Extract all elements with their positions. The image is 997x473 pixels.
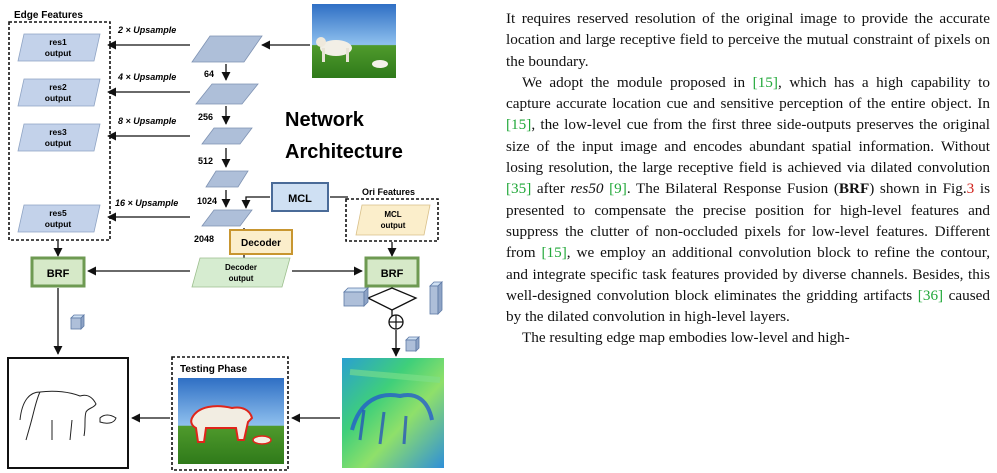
svg-text:res1: res1 (49, 37, 67, 47)
cube-feature-right-flat (343, 287, 369, 307)
figure-reference[interactable]: 3 (966, 180, 975, 198)
res5-output: res5 output (17, 204, 101, 233)
backbone-block-4 (205, 170, 249, 188)
citation[interactable]: [15] (506, 116, 532, 134)
svg-text:res3: res3 (49, 127, 67, 137)
res2-output: res2 output (17, 78, 101, 107)
channel-512: 512 (198, 156, 213, 166)
svg-text:res2: res2 (49, 82, 67, 92)
res1-output: res1 output (17, 33, 101, 62)
mcl-output: MCL output (355, 204, 431, 236)
cube-feature-plus (405, 336, 420, 352)
upsample-16x-label: 16 × Upsample (115, 198, 178, 208)
orientation-map-output (342, 358, 444, 468)
svg-text:Decoder: Decoder (225, 263, 257, 272)
channel-256: 256 (198, 112, 213, 122)
svg-text:output: output (381, 221, 406, 230)
brf-right: BRF (364, 256, 420, 288)
channel-64: 64 (204, 69, 214, 79)
svg-text:res5: res5 (49, 208, 67, 218)
svg-text:BRF: BRF (381, 268, 404, 280)
paragraph-2: We adopt the module proposed in [15], wh… (506, 73, 990, 326)
edge-map-output (7, 357, 129, 469)
svg-text:output: output (45, 219, 72, 229)
svg-text:output: output (229, 274, 254, 283)
paper-text-column: It requires reserved resolution of the o… (506, 8, 990, 473)
channel-1024: 1024 (197, 196, 217, 206)
network-title-line2: Architecture (285, 141, 403, 163)
input-image (312, 4, 396, 78)
citation[interactable]: [35] (506, 180, 532, 198)
testing-phase-label: Testing Phase (180, 364, 247, 375)
testing-phase-image (178, 378, 284, 464)
network-title-line1: Network (285, 109, 365, 131)
backbone-block-3 (201, 127, 253, 145)
ori-features-title: Ori Features (362, 187, 415, 197)
citation[interactable]: [15] (752, 73, 778, 91)
svg-text:output: output (45, 93, 72, 103)
cube-feature-left (70, 314, 85, 330)
decoder-output: Decoder output (191, 257, 291, 288)
backbone-block-1 (191, 35, 263, 63)
svg-text:BRF: BRF (47, 268, 70, 280)
backbone-block-2 (195, 83, 259, 105)
citation[interactable]: [9] (609, 180, 627, 198)
testing-phase-group (171, 356, 289, 471)
network-architecture-figure: Edge Features res1 output res2 output re… (7, 4, 444, 471)
edge-features-title: Edge Features (14, 10, 83, 21)
cube-feature-right-tall (429, 281, 443, 315)
svg-text:MCL: MCL (384, 210, 401, 219)
paragraph-3: The resulting edge map embodies low-leve… (522, 329, 850, 347)
edge-features-group (8, 21, 111, 241)
citation[interactable]: [36] (917, 286, 944, 304)
mcl-block: MCL (271, 182, 329, 212)
channel-2048: 2048 (194, 234, 214, 244)
decoder-block: Decoder (229, 229, 293, 255)
svg-text:output: output (45, 138, 72, 148)
upsample-4x-label: 4 × Upsample (117, 72, 176, 82)
upsample-2x-label: 2 × Upsample (117, 25, 176, 35)
fusion-diamond (366, 287, 418, 311)
svg-text:MCL: MCL (288, 193, 312, 205)
citation[interactable]: [15] (541, 244, 567, 262)
res3-output: res3 output (17, 123, 101, 152)
brf-left: BRF (30, 256, 86, 288)
svg-text:Decoder: Decoder (241, 238, 281, 249)
backbone-block-5 (201, 209, 253, 227)
svg-text:output: output (45, 48, 72, 58)
paragraph-1: It requires reserved resolution of the o… (506, 10, 990, 70)
ori-features-group (345, 198, 439, 242)
upsample-8x-label: 8 × Upsample (118, 116, 176, 126)
